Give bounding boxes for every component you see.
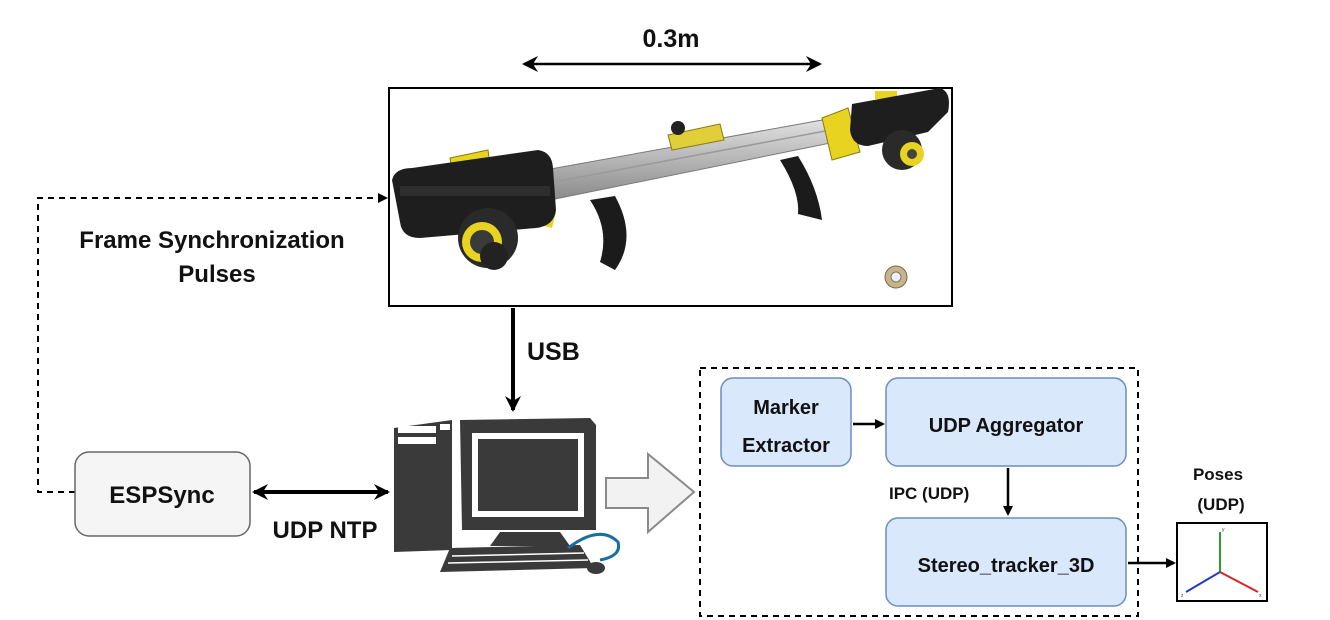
ipc-label: IPC (UDP) [889, 484, 969, 503]
stereo-camera-photo [388, 87, 953, 307]
z-axis-line [1185, 571, 1221, 593]
espsync-label: ESPSync [109, 482, 214, 509]
flow-arrow-icon [605, 451, 696, 535]
marker-extractor-line1: Marker [753, 397, 819, 419]
axis-z-label: z [1181, 593, 1184, 599]
usb-label: USB [527, 338, 580, 366]
right-leg [780, 156, 822, 220]
stereo-tracker-label: Stereo_tracker_3D [918, 555, 1095, 577]
distance-indicator: 0.3m [522, 25, 822, 72]
marker-extractor-line2: Extractor [742, 435, 830, 457]
axis-x-label: x [1259, 593, 1262, 599]
udp-ntp-label: UDP NTP [273, 517, 378, 544]
poses-label-line2: (UDP) [1197, 495, 1244, 514]
pose-axes-icon: y x z [1176, 522, 1268, 602]
x-axis-line [1219, 571, 1259, 593]
udp-aggregator-label: UDP Aggregator [929, 415, 1084, 437]
marker-extractor-node: Marker Extractor [720, 377, 852, 467]
software-pipeline-container [699, 367, 1139, 617]
left-leg [590, 196, 627, 270]
right-camera-body [850, 88, 949, 146]
poses-label-line1: Poses [1193, 465, 1243, 484]
center-mount [667, 123, 725, 151]
stereo-tracker-node: Stereo_tracker_3D [885, 517, 1127, 607]
axis-y-label: y [1222, 527, 1225, 533]
sync-label-line2: Pulses [178, 261, 255, 288]
led-marker-icon [884, 265, 908, 289]
distance-label: 0.3m [643, 25, 700, 53]
computer-icon [394, 418, 621, 574]
sync-label-line1: Frame Synchronization [79, 227, 344, 254]
espsync-node: ESPSync [74, 451, 251, 537]
udp-aggregator-node: UDP Aggregator [885, 377, 1127, 467]
